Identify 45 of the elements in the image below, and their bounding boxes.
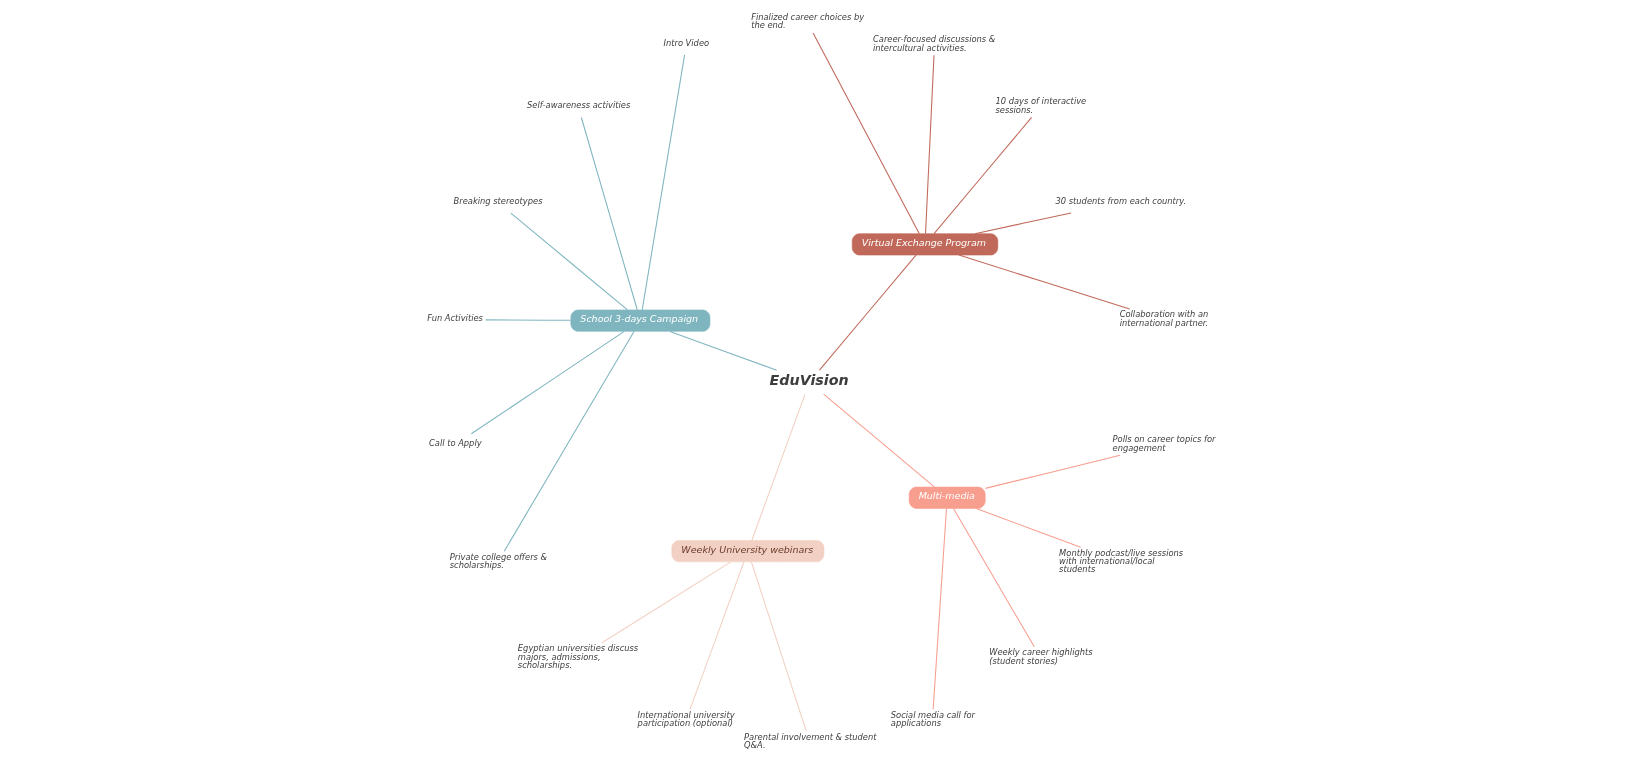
node-text: Parental involvement & student Q&A.	[744, 731, 877, 750]
node-text: Breaking stereotypes	[453, 195, 543, 206]
node-text: Monthly podcast/live sessions with international/local students	[1059, 547, 1184, 574]
connector	[669, 330, 778, 371]
connector	[974, 211, 1072, 234]
connector	[751, 393, 806, 541]
node-text: Social media call for applications	[890, 709, 976, 728]
node-text: Collaboration with an international partner.	[1119, 308, 1209, 328]
connector	[975, 507, 1082, 548]
connector	[984, 454, 1121, 489]
connector	[470, 330, 625, 434]
node-text: Fun Activities	[427, 312, 483, 323]
node-text: EduVision	[769, 371, 849, 388]
node-text: Egyptian universities discuss majors, admissions, scholarships.	[517, 642, 639, 670]
node-text: 30 students from each country.	[1055, 195, 1187, 206]
connector	[823, 393, 935, 487]
node-box: School 3-days Campaign	[570, 309, 711, 332]
connector	[812, 31, 920, 234]
node-text: Intro Video	[663, 37, 710, 48]
connector	[925, 54, 935, 234]
node-text: Private college offers & scholarships.	[449, 551, 548, 570]
node-text: International university participation (optional)	[637, 709, 735, 728]
connector	[952, 507, 1035, 647]
node-text: Polls on career topics for engagement	[1112, 433, 1216, 453]
connector	[510, 212, 629, 310]
node-box: Weekly University webinars	[671, 539, 825, 562]
node-text: Self-awareness activities	[527, 99, 631, 110]
node-text: Weekly career highlights (student stories)	[989, 646, 1093, 666]
node-box: Virtual Exchange Program	[851, 232, 999, 255]
connector	[601, 560, 732, 643]
connector	[750, 560, 807, 732]
connector	[503, 330, 635, 552]
node-text: 10 days of interactive sessions.	[995, 95, 1087, 115]
node-box: Multi-media	[908, 486, 986, 509]
connector	[580, 116, 638, 310]
connector	[485, 318, 572, 321]
node-text: Call to Apply	[429, 437, 482, 448]
connector	[689, 560, 745, 710]
connector	[958, 254, 1131, 309]
node-text: Finalized career choices by the end.	[751, 11, 865, 30]
node-text: Career-focused discussions & intercultural activities.	[873, 33, 996, 53]
connector	[818, 254, 917, 371]
connector	[933, 116, 1033, 234]
connector	[641, 53, 686, 310]
connector	[932, 507, 947, 710]
